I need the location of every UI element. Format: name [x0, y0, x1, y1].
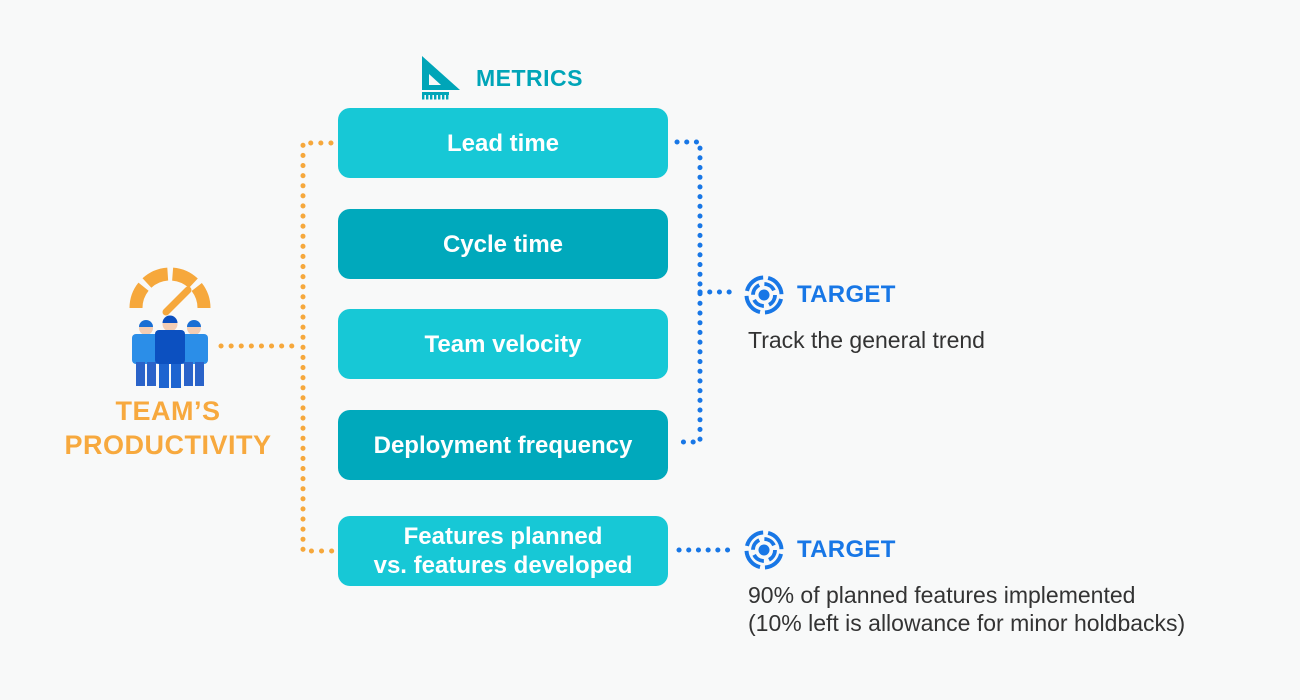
target-2-description-line-1: 90% of planned features implemented: [748, 582, 1136, 608]
target-1-header: TARGET: [742, 272, 896, 318]
target-2-description-line-2: (10% left is allowance for minor holdbac…: [748, 610, 1186, 636]
bullseye-icon: [744, 275, 784, 315]
bullseye-icon: [744, 530, 784, 570]
metric-label-line-1: Features planned: [403, 523, 603, 550]
target-1-description: Track the general trend: [748, 327, 985, 353]
set-square-ruler-icon: [422, 56, 460, 100]
metric-label: Cycle time: [442, 230, 564, 258]
subject-title: TEAM’S PRODUCTIVITY: [40, 394, 296, 462]
metric-box-lead-time: Lead time: [338, 108, 668, 178]
metric-box-cycle-time: Cycle time: [338, 209, 668, 279]
metrics-header-label: METRICS: [476, 64, 583, 91]
target-2-description: 90% of planned features implemented (10%…: [748, 581, 1185, 637]
target-2-header: TARGET: [742, 527, 896, 573]
blue-connector-bracket: [674, 139, 703, 445]
team-with-gauge-icon: [129, 267, 211, 388]
metric-label: Deployment frequency: [373, 431, 633, 459]
metric-label: Lead time: [446, 129, 560, 157]
metric-label: Team velocity: [424, 330, 582, 358]
metric-label-line-2: vs. features developed: [373, 552, 633, 579]
target-2-label: TARGET: [797, 536, 896, 563]
subject-title-line-1: TEAM’S: [115, 396, 221, 426]
target-1-label: TARGET: [797, 281, 896, 308]
metric-box-features-planned-vs-developed: Features planned vs. features developed: [338, 516, 668, 586]
metric-box-team-velocity: Team velocity: [338, 309, 668, 379]
subject-title-line-2: PRODUCTIVITY: [64, 430, 272, 460]
metric-box-deployment-frequency: Deployment frequency: [338, 410, 668, 480]
metrics-header: METRICS: [418, 54, 583, 102]
orange-connector-bracket: [300, 140, 337, 554]
